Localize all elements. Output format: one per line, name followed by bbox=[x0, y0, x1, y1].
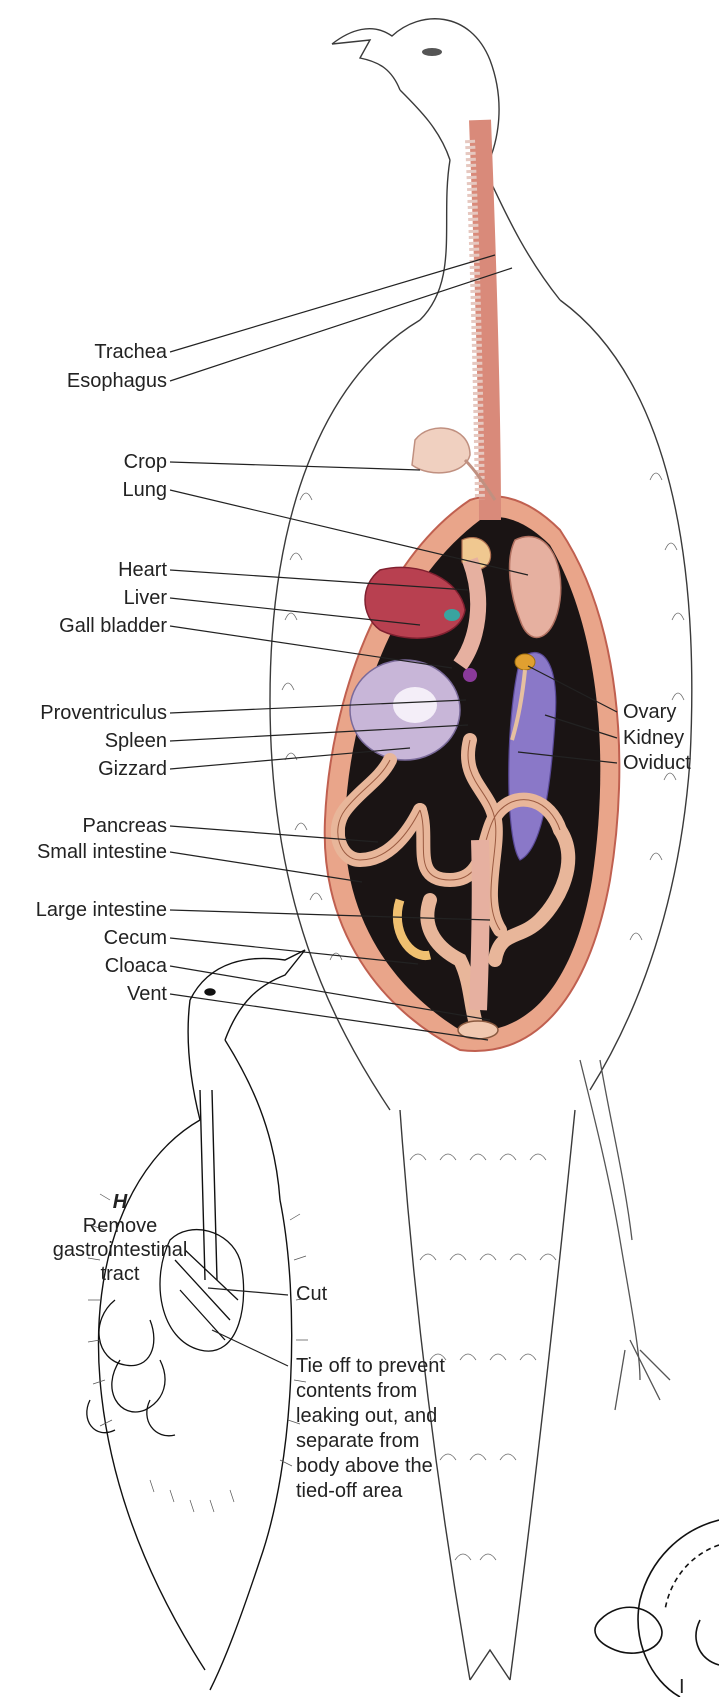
inset-leader-lines bbox=[208, 1288, 288, 1366]
label-cloaca: Cloaca bbox=[0, 955, 167, 977]
label-cut: Cut bbox=[296, 1283, 327, 1306]
gall-bladder bbox=[444, 609, 460, 621]
label-spleen: Spleen bbox=[0, 730, 167, 752]
label-ovary: Ovary bbox=[623, 701, 676, 723]
label-esophagus: Esophagus bbox=[0, 370, 167, 392]
label-vent: Vent bbox=[0, 983, 167, 1005]
crop bbox=[412, 428, 470, 473]
label-large-intestine: Large intestine bbox=[0, 899, 167, 921]
label-cecum: Cecum bbox=[0, 927, 167, 949]
gizzard-highlight bbox=[393, 687, 437, 723]
label-gizzard: Gizzard bbox=[0, 758, 167, 780]
partial-figure-fragment bbox=[595, 1520, 719, 1697]
leg bbox=[580, 1060, 670, 1410]
tie-off-note: Tie off to prevent contents from leaking… bbox=[296, 1354, 446, 1504]
label-crop: Crop bbox=[0, 451, 167, 473]
label-pancreas: Pancreas bbox=[0, 815, 167, 837]
label-lung: Lung bbox=[0, 479, 167, 501]
inset-title-line2: gastrointestinal bbox=[0, 1238, 240, 1262]
spleen bbox=[463, 668, 477, 682]
inset-bird-drawing bbox=[98, 950, 305, 1690]
eye bbox=[422, 48, 442, 56]
label-kidney: Kidney bbox=[623, 727, 684, 749]
label-liver: Liver bbox=[0, 587, 167, 609]
inset-title: H Remove gastrointestinal tract bbox=[0, 1190, 240, 1286]
inset-letter: H bbox=[0, 1190, 240, 1214]
label-heart: Heart bbox=[0, 559, 167, 581]
label-trachea: Trachea bbox=[0, 341, 167, 363]
label-gall-bladder: Gall bladder bbox=[0, 615, 167, 637]
inset-title-line3: tract bbox=[0, 1262, 240, 1286]
trachea-esophagus bbox=[470, 120, 490, 520]
inset-title-line1: Remove bbox=[0, 1214, 240, 1238]
label-oviduct: Oviduct bbox=[623, 752, 691, 774]
label-proventriculus: Proventriculus bbox=[0, 702, 167, 724]
label-small-intestine: Small intestine bbox=[0, 841, 167, 863]
fragment-label: I bbox=[679, 1676, 685, 1699]
large-intestine bbox=[478, 840, 481, 1010]
